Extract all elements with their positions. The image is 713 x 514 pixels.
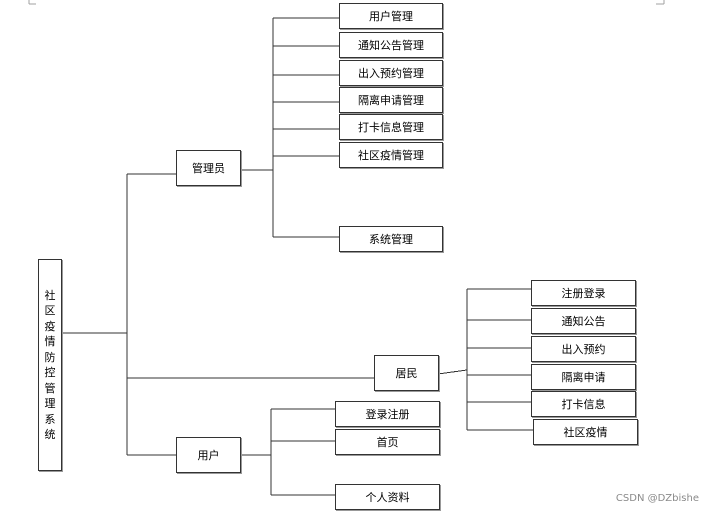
admin-child-3: 隔离申请管理: [339, 87, 443, 113]
admin-child-label: 社区疫情管理: [358, 149, 424, 162]
admin-child-5: 社区疫情管理: [339, 142, 443, 168]
admin-child-0: 用户管理: [339, 3, 443, 29]
root-label-char: 疫: [44, 319, 56, 333]
resident-child-label: 隔离申请: [561, 371, 606, 384]
root-label-char: 区: [44, 304, 56, 317]
resident-child-label: 社区疫情: [563, 426, 608, 439]
root-label-char: 系: [44, 412, 56, 426]
root-label-char: 统: [44, 428, 56, 441]
user-child-2: 个人资料: [335, 484, 440, 510]
resident-node: 居民: [374, 355, 439, 391]
resident-child-2: 出入预约: [531, 336, 636, 362]
resident-child-0: 注册登录: [531, 280, 636, 306]
root-label-char: 防: [44, 350, 56, 364]
resident-child-4: 打卡信息: [531, 391, 636, 417]
root-label-char: 理: [44, 397, 56, 410]
admin-child-label: 通知公告管理: [358, 39, 424, 52]
root-label-char: 社: [44, 288, 56, 302]
user-child-label: 登录注册: [365, 408, 410, 421]
resident-child-3: 隔离申请: [531, 364, 636, 390]
root-label-char: 管: [44, 381, 56, 395]
resident-label: 居民: [395, 367, 418, 380]
admin-child-6: 系统管理: [339, 226, 443, 252]
resident-child-label: 通知公告: [561, 315, 606, 328]
admin-child-1: 通知公告管理: [339, 32, 443, 58]
user-child-label: 首页: [376, 436, 399, 449]
admin-node: 管理员: [176, 150, 241, 186]
resident-child-label: 出入预约: [561, 343, 606, 356]
admin-child-label: 用户管理: [369, 10, 413, 23]
admin-child-2: 出入预约管理: [339, 60, 443, 86]
root-label: 社区疫情防控管理系统: [45, 288, 56, 443]
resident-child-5: 社区疫情: [533, 419, 638, 445]
root-label-char: 情: [44, 335, 56, 348]
admin-label: 管理员: [192, 162, 225, 175]
user-child-0: 登录注册: [335, 401, 440, 427]
admin-child-label: 隔离申请管理: [358, 94, 424, 107]
user-node: 用户: [176, 437, 241, 473]
admin-child-label: 打卡信息管理: [358, 121, 424, 134]
admin-child-label: 系统管理: [369, 233, 413, 246]
watermark-text: CSDN @DZbishe: [615, 493, 699, 504]
root-node: 社区疫情防控管理系统: [38, 259, 62, 471]
resident-child-1: 通知公告: [531, 308, 636, 334]
user-child-label: 个人资料: [365, 491, 410, 504]
user-child-1: 首页: [335, 429, 440, 455]
root-label-char: 控: [44, 366, 56, 379]
admin-child-4: 打卡信息管理: [339, 114, 443, 140]
resident-child-label: 打卡信息: [561, 398, 606, 411]
resident-child-label: 注册登录: [561, 287, 606, 300]
user-label: 用户: [197, 449, 220, 462]
admin-child-label: 出入预约管理: [358, 67, 424, 80]
